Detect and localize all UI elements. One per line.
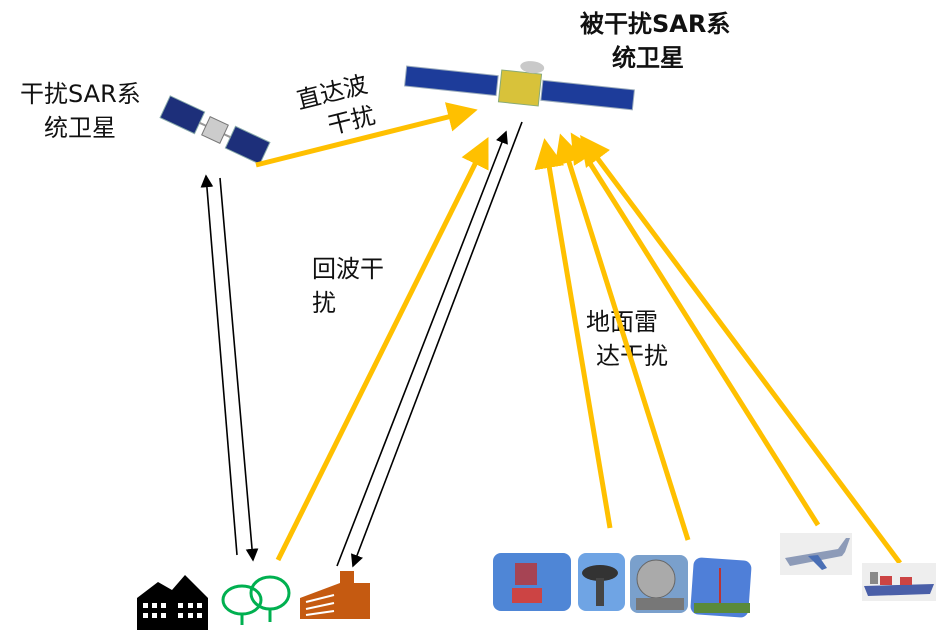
signal-arrows [200, 121, 523, 568]
jammer-satellite-label: 干扰SAR系 统卫星 [20, 80, 141, 142]
tree-icon [221, 575, 291, 625]
building-icon [300, 571, 370, 619]
svg-text:统卫星: 统卫星 [612, 44, 684, 72]
jammer-satellite-icon [159, 95, 271, 165]
interference-arrows [255, 102, 903, 565]
direct-wave-label: 直达波 干扰 [294, 70, 378, 140]
ship-arrow [580, 134, 903, 565]
svg-text:统卫星: 统卫星 [44, 114, 116, 142]
aircraft-arrow [570, 132, 821, 527]
echo-uplink-arrow [336, 130, 508, 567]
ground-radar-arrow [534, 138, 613, 529]
svg-text:干扰SAR系: 干扰SAR系 [20, 80, 141, 108]
victim-satellite-icon [404, 61, 635, 111]
uplink-arrow [200, 174, 238, 556]
downlink-arrow [219, 177, 259, 562]
echo-label: 回波干 扰 [312, 255, 384, 317]
ground-radar-arrow-2 [554, 133, 691, 541]
svg-text:回波干: 回波干 [312, 255, 384, 283]
victim-satellite-label: 被干扰SAR系 统卫星 [580, 10, 730, 72]
echo-interference-arrow [275, 137, 489, 562]
ground-radar-photos [493, 553, 752, 618]
house-icon [137, 575, 208, 630]
aircraft-icon [780, 533, 852, 575]
direct-wave-arrow [255, 102, 478, 168]
echo-downlink-arrow [351, 121, 523, 568]
svg-text:被干扰SAR系: 被干扰SAR系 [580, 10, 730, 38]
svg-text:扰: 扰 [312, 289, 336, 317]
ship-icon [862, 563, 936, 601]
